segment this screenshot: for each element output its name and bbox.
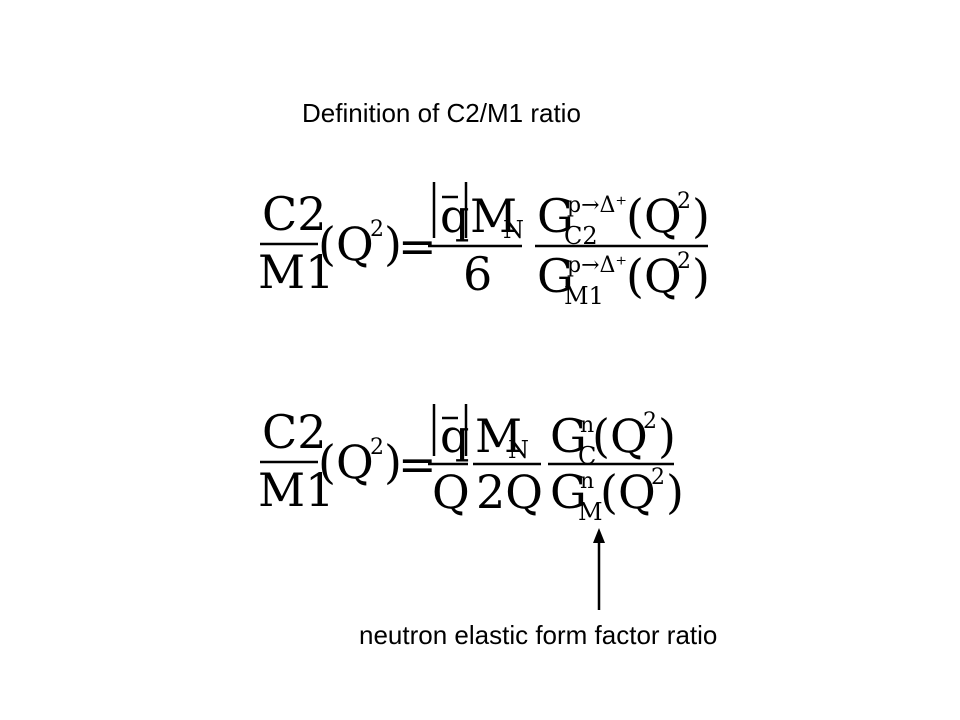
eq1-mass-subscript: N bbox=[503, 216, 524, 244]
eq2-formfactor-den-superscript: n bbox=[580, 469, 594, 494]
eq1-q-vector: q bbox=[440, 189, 469, 243]
slide-title: Definition of C2/M1 ratio bbox=[302, 98, 581, 128]
eq1-lhs-argument-exponent: 2 bbox=[370, 217, 384, 242]
eq2-mass-denominator: 2Q bbox=[476, 465, 543, 519]
eq1-formfactor-den-exponent: 2 bbox=[677, 249, 691, 274]
eq1-lhs-numerator: C2 bbox=[262, 187, 326, 241]
eq2-lhs-numerator: C2 bbox=[262, 405, 326, 459]
eq1-formfactor-den-subscript: M1 bbox=[564, 282, 604, 310]
pointer-arrow bbox=[593, 528, 605, 610]
arrow-caption: neutron elastic form factor ratio bbox=[359, 620, 718, 650]
eq1-formfactor-den-superscript: p→Δ⁺ bbox=[567, 253, 627, 278]
eq1-formfactor-num-G: G bbox=[537, 189, 574, 243]
eq2-lhs-denominator: M1 bbox=[258, 463, 334, 517]
eq2-formfactor-num-close: ) bbox=[658, 409, 676, 463]
eq2-lhs-argument-close: ) bbox=[384, 435, 402, 489]
eq1-kinematic-denominator: 6 bbox=[463, 247, 492, 301]
eq2-q-vector: q bbox=[440, 409, 469, 463]
eq2-formfactor-den-subscript: M bbox=[578, 498, 603, 526]
eq2-lhs-argument-exponent: 2 bbox=[370, 435, 384, 460]
eq2-formfactor-den-G: G bbox=[550, 465, 587, 519]
eq1-formfactor-den-argument: (Q bbox=[626, 249, 682, 303]
eq1-formfactor-den-close: ) bbox=[692, 249, 710, 303]
eq1-formfactor-num-superscript: p→Δ⁺ bbox=[567, 193, 627, 218]
eq2-mass: M bbox=[475, 409, 522, 463]
eq1-lhs-argument: (Q bbox=[318, 217, 374, 271]
equation-2: C2 M1 (Q 2 ) = q Q M N 2Q G n C (Q 2 ) G… bbox=[258, 404, 684, 526]
eq1-formfactor-num-exponent: 2 bbox=[677, 189, 691, 214]
eq1-formfactor-num-argument: (Q bbox=[626, 189, 682, 243]
eq1-formfactor-den-G: G bbox=[537, 249, 574, 303]
eq2-lhs-argument: (Q bbox=[318, 435, 374, 489]
eq2-formfactor-num-argument: (Q bbox=[592, 409, 648, 463]
eq2-formfactor-num-exponent: 2 bbox=[643, 409, 657, 434]
eq1-mass: M bbox=[470, 189, 517, 243]
eq1-lhs-argument-close: ) bbox=[384, 217, 402, 271]
eq2-formfactor-den-exponent: 2 bbox=[651, 465, 665, 490]
pointer-arrow-head bbox=[593, 528, 605, 543]
eq2-mass-subscript: N bbox=[508, 436, 529, 464]
eq2-formfactor-den-close: ) bbox=[666, 465, 684, 519]
eq2-formfactor-den-argument: (Q bbox=[600, 465, 656, 519]
eq2-formfactor-num-G: G bbox=[550, 409, 587, 463]
eq2-formfactor-num-superscript: n bbox=[580, 413, 594, 438]
eq1-lhs-denominator: M1 bbox=[258, 245, 334, 299]
equation-1: C2 M1 (Q 2 ) = q M N 6 G p→Δ⁺ C2 (Q 2 ) … bbox=[258, 182, 710, 310]
eq1-formfactor-num-close: ) bbox=[692, 189, 710, 243]
eq2-q-denominator: Q bbox=[432, 465, 470, 519]
